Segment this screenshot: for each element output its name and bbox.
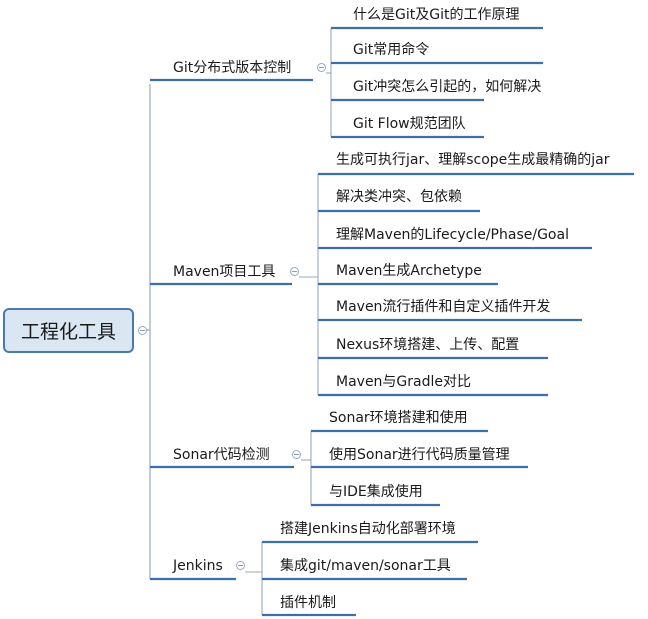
branch-label: Git分布式版本控制 [173, 60, 292, 76]
root-collapse-icon[interactable] [138, 326, 147, 335]
sonar-collapse-icon[interactable] [292, 450, 301, 459]
leaf-git-3[interactable]: Git Flow规范团队 [353, 116, 466, 132]
maven-collapse-icon[interactable] [290, 267, 299, 276]
leaf-maven-0[interactable]: 生成可执行jar、理解scope生成最精确的jar [336, 152, 610, 168]
branch-label: Jenkins [173, 558, 223, 574]
leaf-jenkins-1[interactable]: 集成git/maven/sonar工具 [280, 558, 451, 574]
leaf-maven-1[interactable]: 解决类冲突、包依赖 [336, 189, 462, 205]
leaf-maven-3[interactable]: Maven生成Archetype [336, 263, 482, 279]
leaf-jenkins-0[interactable]: 搭建Jenkins自动化部署环境 [280, 521, 456, 537]
leaf-jenkins-2[interactable]: 插件机制 [280, 595, 336, 611]
jenkins-collapse-icon[interactable] [236, 561, 245, 570]
branch-label: Maven项目工具 [173, 264, 276, 280]
leaf-sonar-0[interactable]: Sonar环境搭建和使用 [329, 410, 468, 426]
leaf-maven-4[interactable]: Maven流行插件和自定义插件开发 [336, 299, 551, 315]
root-node[interactable]: 工程化工具 [3, 308, 134, 353]
leaf-sonar-1[interactable]: 使用Sonar进行代码质量管理 [329, 447, 510, 463]
leaf-git-2[interactable]: Git冲突怎么引起的，如何解决 [353, 79, 542, 95]
leaf-maven-6[interactable]: Maven与Gradle对比 [336, 374, 472, 390]
leaf-git-1[interactable]: Git常用命令 [353, 42, 430, 58]
leaf-maven-5[interactable]: Nexus环境搭建、上传、配置 [336, 337, 520, 353]
leaf-git-0[interactable]: 什么是Git及Git的工作原理 [353, 7, 520, 23]
root-label: 工程化工具 [20, 321, 116, 343]
git-collapse-icon[interactable] [317, 63, 326, 72]
leaf-sonar-2[interactable]: 与IDE集成使用 [329, 484, 423, 500]
leaf-maven-2[interactable]: 理解Maven的Lifecycle/Phase/Goal [336, 227, 569, 243]
branch-label: Sonar代码检测 [173, 447, 270, 463]
